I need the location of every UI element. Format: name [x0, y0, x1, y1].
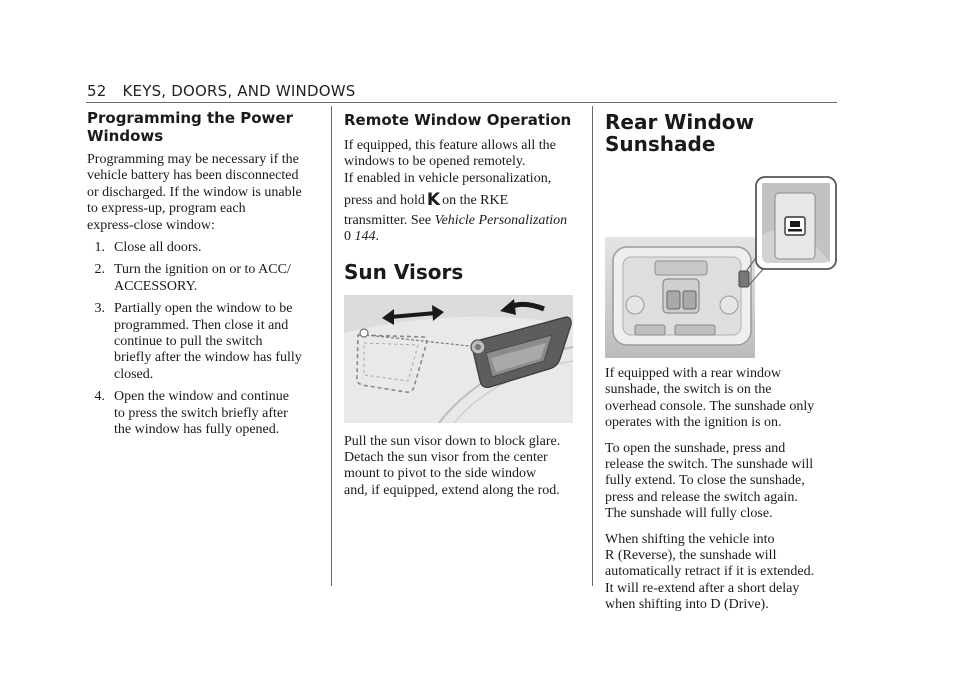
programming-steps: 1.Close all doors. 2.Turn the ignition o… — [87, 240, 319, 438]
page-number: 52 — [87, 82, 107, 100]
cross-reference-link[interactable]: Vehicle Personalization — [434, 213, 568, 229]
column-rear-window-sunshade: Rear Window Sunshade — [605, 109, 837, 614]
remote-key-icon: K — [426, 190, 441, 211]
visor-stowed-outline — [356, 333, 428, 393]
column-divider — [592, 106, 593, 586]
heading-line: Windows — [87, 127, 164, 145]
header-rule — [86, 102, 837, 103]
list-item: 2.Turn the ignition on or to ACC/ACCESSO… — [94, 262, 291, 294]
sun-visor-illustration — [344, 294, 573, 423]
remote-window-paragraph: If equipped, this feature allows all the… — [344, 138, 556, 186]
column-divider — [331, 106, 332, 586]
visor-deployed — [470, 316, 572, 388]
sun-visor-paragraph: Pull the sun visor down to block glare.D… — [344, 433, 561, 498]
curved-arrow-icon — [500, 298, 545, 315]
column-remote-window-sun-visors: Remote Window Operation If equipped, thi… — [344, 109, 580, 499]
heading-remote-window-operation: Remote Window Operation — [344, 111, 572, 129]
page-reference: 0 144. — [344, 229, 379, 245]
heading-rear-window-sunshade: Rear Window Sunshade — [605, 110, 754, 156]
page-ref-number[interactable]: 144 — [354, 229, 376, 245]
switch-callout — [755, 176, 837, 270]
double-arrow-icon — [382, 304, 444, 325]
overhead-console-illustration — [605, 176, 837, 358]
page-ref-icon: 0 — [344, 229, 351, 245]
running-header: 52 KEYS, DOORS, AND WINDOWS — [87, 82, 355, 100]
list-item: 1.Close all doors. — [94, 240, 202, 256]
column-power-windows: Programming the Power Windows Programmin… — [87, 109, 319, 445]
heading-programming-power-windows: Programming the Power Windows — [87, 109, 319, 145]
section-title: KEYS, DOORS, AND WINDOWS — [122, 82, 356, 100]
heading-sun-visors: Sun Visors — [344, 259, 464, 284]
heading-line: Programming the Power — [87, 109, 293, 127]
sunshade-switch-icon — [788, 221, 802, 232]
